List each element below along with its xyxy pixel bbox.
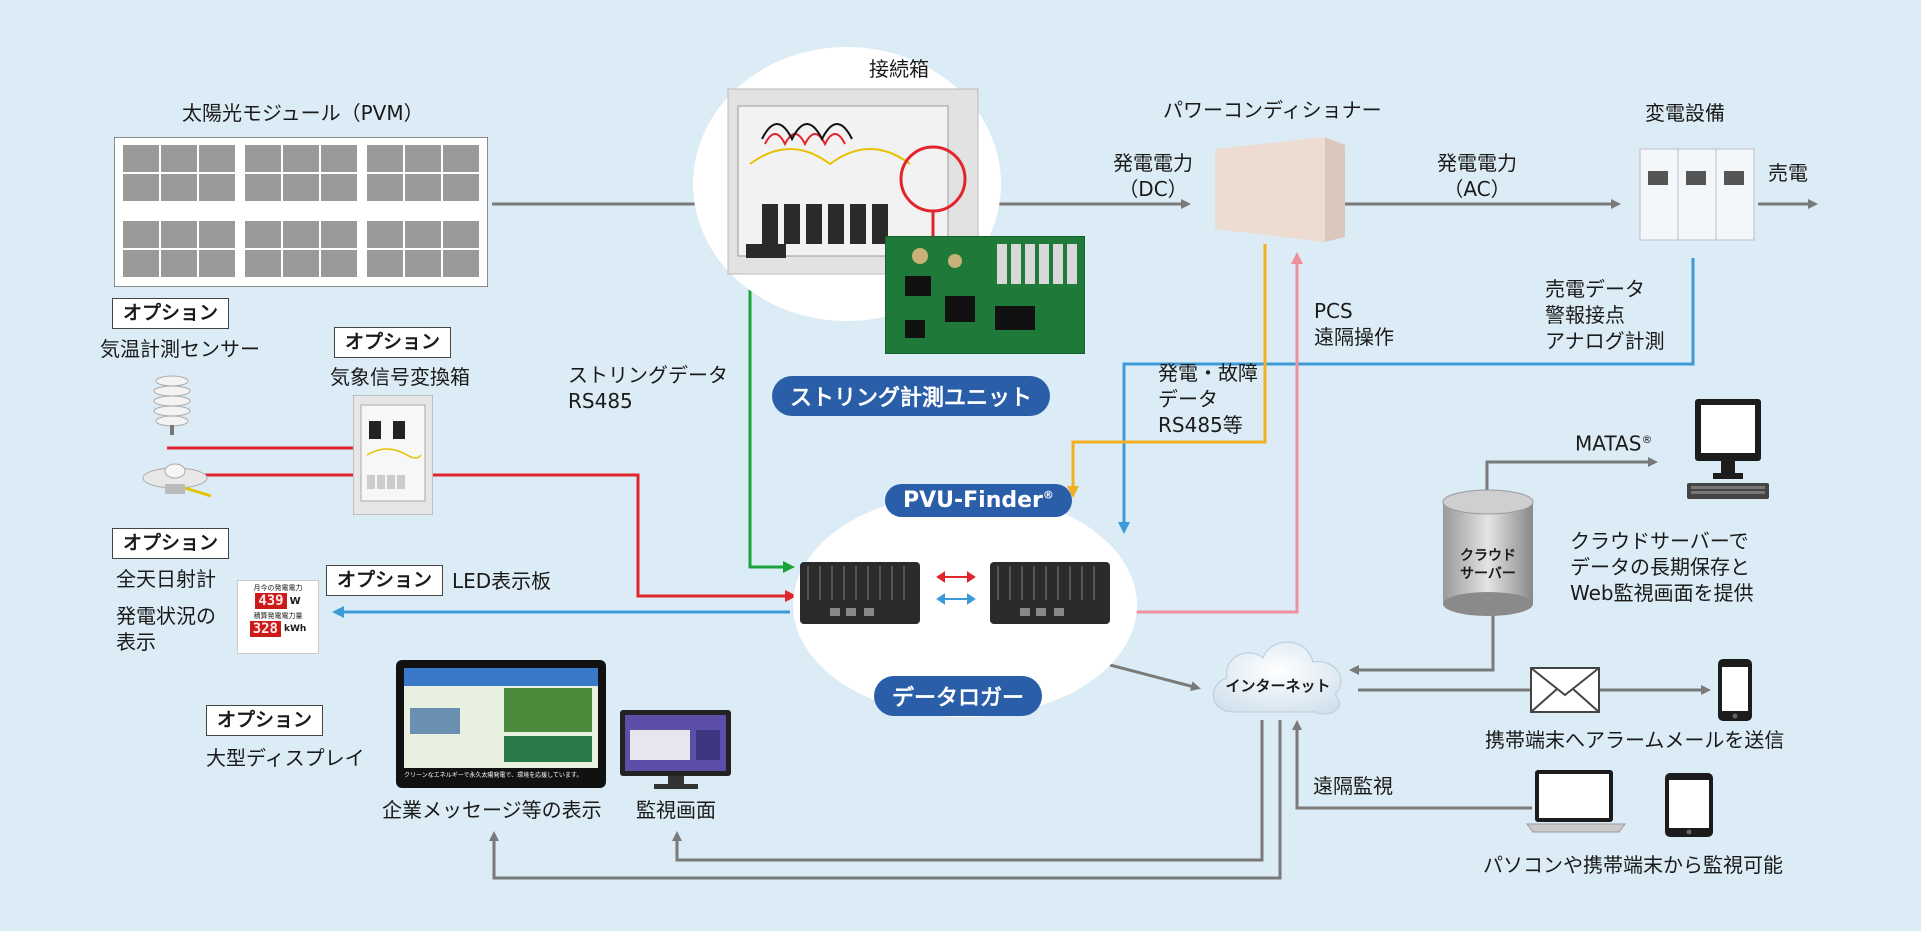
junction-box-bubble [690, 44, 1005, 324]
option-badge-display: オプション [206, 705, 324, 736]
led-bottom-value: 328 [249, 621, 281, 637]
dc-power-text: 発電電力 [1113, 151, 1193, 175]
monitor-screen-label: 監視画面 [636, 798, 716, 822]
gen-fault-line1: 発電・故障 [1158, 361, 1258, 385]
large-display-screen [404, 668, 598, 768]
internet-cloud-image [1203, 626, 1353, 722]
led-board-label: LED表示板 [452, 569, 552, 593]
sell-data-line1: 売電データ [1545, 277, 1645, 301]
pyranometer-image [135, 456, 215, 501]
led-bottom-row: 328 kWh [238, 621, 318, 637]
ac-unit-text: （AC） [1443, 177, 1511, 201]
large-display-banner: クリーンなエネルギーで永久太陽発電で、環境を応援しています。 [404, 772, 583, 779]
large-display-graph [410, 708, 460, 734]
string-data-label: ストリングデータ RS485 [568, 362, 728, 414]
sell-label: 売電 [1768, 161, 1808, 185]
matas-pc-image [1685, 397, 1771, 503]
weather-box-label: 気象信号変換箱 [330, 365, 470, 389]
pcs-remote-label: PCS 遠隔操作 [1314, 298, 1394, 350]
pvu-finder-mark: ® [1042, 488, 1054, 502]
pcs-remote-line2: 遠隔操作 [1314, 325, 1394, 349]
matas-mark: ® [1641, 433, 1653, 446]
matas-label: MATAS® [1575, 427, 1652, 457]
string-unit-board-image [884, 235, 1086, 355]
monitor-screen-image [618, 708, 733, 790]
string-data-line2: RS485 [568, 389, 633, 413]
led-bottom-unit: kWh [283, 624, 307, 634]
cloud-desc-line1: クラウドサーバーで [1570, 529, 1749, 553]
option-badge-temp: オプション [112, 298, 230, 329]
option-badge-pyranometer: オプション [112, 528, 230, 559]
pcs-remote-line1: PCS [1314, 299, 1353, 323]
pc-mobile-label: パソコンや携帯端末から監視可能 [1483, 853, 1783, 877]
option-badge-led: オプション [326, 565, 444, 596]
logger-device-1 [800, 562, 920, 624]
data-logger-badge: データロガー [874, 676, 1043, 716]
led-top-value: 439 [255, 593, 287, 609]
cloud-desc-label: クラウドサーバーで データの長期保存と Web監視画面を提供 [1570, 528, 1754, 606]
gen-status-line1: 発電状況の [116, 604, 216, 628]
smartphone-icon [1717, 658, 1753, 722]
cloud-server-image [1440, 488, 1536, 618]
temp-sensor-image [150, 375, 194, 435]
matas-text: MATAS [1575, 431, 1642, 456]
sell-data-line2: 警報接点 [1545, 303, 1625, 327]
ac-power-label: 発電電力 （AC） [1432, 150, 1522, 202]
large-display-panels [504, 736, 592, 762]
weather-box-image [352, 394, 434, 516]
internet-label: インターネット [1225, 677, 1331, 695]
cloud-server-line1: クラウド [1460, 548, 1516, 564]
gen-fault-label: 発電・故障 データ RS485等 [1158, 360, 1258, 438]
led-board-image: 月今の発電電力 439 W 積算発電電力量 328 kWh [237, 580, 319, 654]
cloud-desc-line2: データの長期保存と [1570, 555, 1750, 579]
string-data-line1: ストリングデータ [568, 363, 728, 387]
large-display-label: 大型ディスプレイ [206, 746, 365, 770]
cloud-server-line2: サーバー [1460, 566, 1516, 582]
remote-monitor-label: 遠隔監視 [1313, 774, 1393, 798]
data-logger-bubble [790, 490, 1140, 720]
logger-device-2 [990, 562, 1110, 624]
junction-box-label: 接続箱 [869, 57, 929, 81]
tablet-icon [1664, 772, 1714, 838]
sell-data-label: 売電データ 警報接点 アナログ計測 [1545, 276, 1665, 354]
option-badge-weather: オプション [334, 327, 452, 358]
mail-icon [1530, 667, 1600, 713]
dc-unit-text: （DC） [1118, 177, 1188, 201]
sell-data-line3: アナログ計測 [1545, 329, 1665, 353]
solar-module-image [113, 136, 489, 288]
gen-status-label: 発電状況の 表示 [116, 603, 216, 655]
corp-message-label: 企業メッセージ等の表示 [382, 798, 602, 822]
large-display-image: クリーンなエネルギーで永久太陽発電で、環境を応援しています。 [396, 660, 606, 788]
string-unit-badge: ストリング計測ユニット [772, 376, 1051, 416]
temp-sensor-label: 気温計測センサー [100, 337, 260, 361]
laptop-icon [1525, 768, 1627, 834]
dc-power-label: 発電電力 （DC） [1108, 150, 1198, 202]
led-bottom-caption: 積算発電電力量 [253, 612, 303, 620]
alarm-mail-label: 携帯端末へアラームメールを送信 [1485, 728, 1785, 752]
pcs-label: パワーコンディショナー [1163, 98, 1382, 122]
substation-label: 変電設備 [1645, 101, 1725, 125]
pvu-finder-text: PVU-Finder [903, 488, 1043, 513]
pyranometer-label: 全天日射計 [116, 567, 216, 591]
gen-status-line2: 表示 [116, 630, 156, 654]
power-conditioner-image [1215, 137, 1345, 242]
ac-power-text: 発電電力 [1437, 151, 1517, 175]
cloud-server-label: クラウド サーバー [1444, 547, 1532, 583]
cloud-desc-line3: Web監視画面を提供 [1570, 581, 1754, 605]
led-top-row: 439 W [238, 593, 318, 609]
led-top-unit: W [289, 595, 301, 607]
gen-fault-line3: RS485等 [1158, 413, 1243, 437]
led-top-caption: 月今の発電電力 [253, 584, 303, 592]
pvm-label: 太陽光モジュール（PVM） [182, 101, 424, 125]
pvu-finder-badge: PVU-Finder® [885, 484, 1072, 517]
gen-fault-line2: データ [1158, 387, 1218, 411]
substation-image [1638, 147, 1756, 242]
large-display-photo [504, 688, 592, 732]
